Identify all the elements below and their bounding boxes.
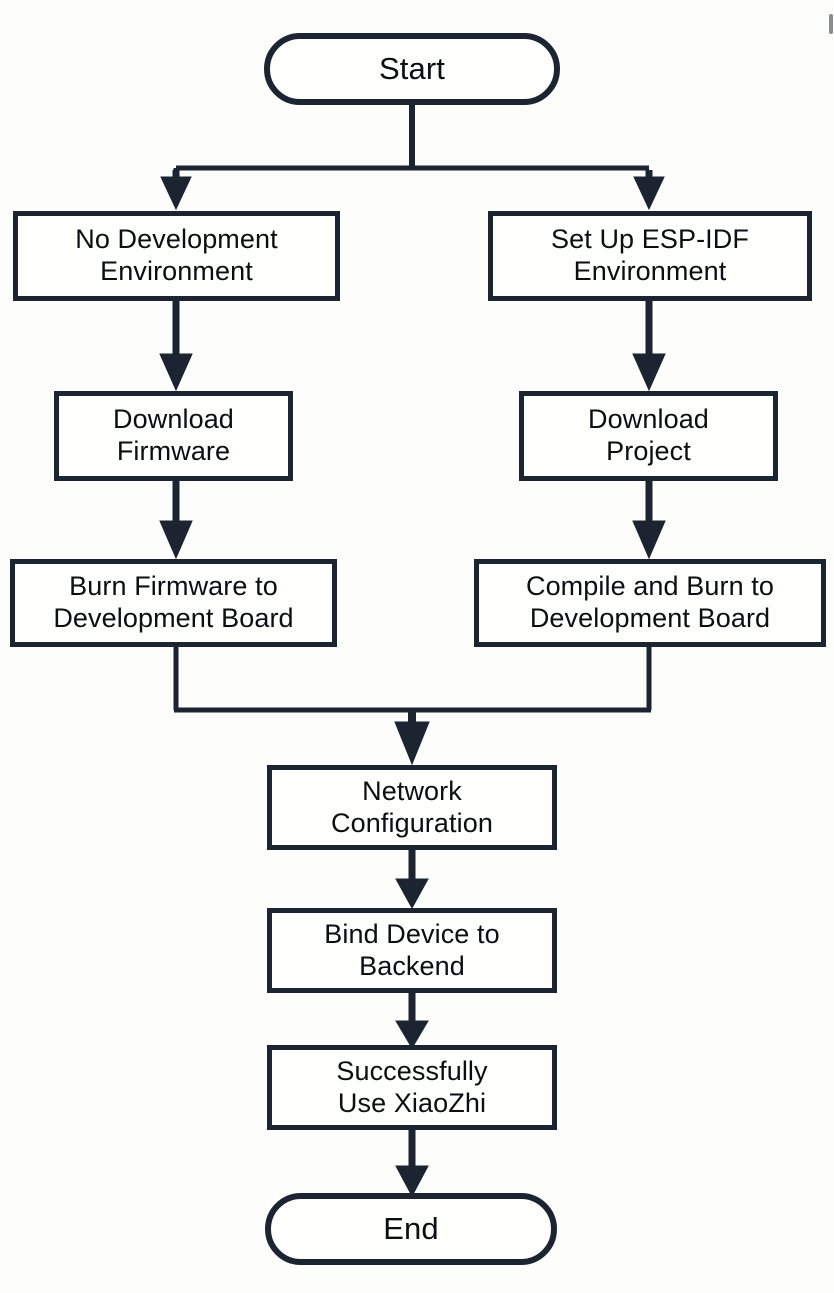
arrowhead-to-network-config xyxy=(394,721,430,766)
node-download-project-label: Download Project xyxy=(588,404,709,466)
node-compile-and-burn-to-development-board[interactable]: Compile and Burn to Development Board xyxy=(474,559,826,647)
node-no-development-environment[interactable]: No Development Environment xyxy=(13,211,340,301)
node-start-label: Start xyxy=(379,50,445,86)
node-download-project[interactable]: Download Project xyxy=(519,391,778,481)
node-compile-and-burn-to-development-board-label: Compile and Burn to Development Board xyxy=(525,571,775,633)
node-set-up-esp-idf-environment-label: Set Up ESP-IDF Environment xyxy=(551,224,749,286)
node-end-label: End xyxy=(383,1210,439,1246)
node-burn-firmware-to-development-board[interactable]: Burn Firmware to Development Board xyxy=(10,559,337,647)
node-bind-device-to-backend[interactable]: Bind Device to Backend xyxy=(267,908,557,993)
node-no-development-environment-label: No Development Environment xyxy=(75,224,278,286)
arrowhead-to-end xyxy=(395,1165,429,1198)
node-successfully-use-xiaozhi[interactable]: Successfully Use XiaoZhi xyxy=(267,1045,557,1130)
node-network-configuration-label: Network Configuration xyxy=(331,775,493,838)
node-end[interactable]: End xyxy=(265,1193,557,1265)
arrowhead-to-compile-burn xyxy=(632,520,666,560)
arrowhead-to-download-project xyxy=(632,353,666,392)
node-successfully-use-xiaozhi-label: Successfully Use XiaoZhi xyxy=(336,1055,488,1118)
arrowhead-to-burn-firmware xyxy=(159,520,193,560)
edge-scroll-artifact xyxy=(829,14,833,34)
arrowhead-to-bind-device xyxy=(395,878,429,910)
node-burn-firmware-to-development-board-label: Burn Firmware to Development Board xyxy=(53,571,294,633)
node-bind-device-to-backend-label: Bind Device to Backend xyxy=(324,918,500,981)
node-network-configuration[interactable]: Network Configuration xyxy=(267,765,557,850)
node-start[interactable]: Start xyxy=(264,33,560,105)
arrowhead-to-setup-espidf xyxy=(633,176,665,211)
arrowhead-to-download-firmware xyxy=(159,353,193,392)
arrowhead-to-no-dev-env xyxy=(160,176,192,211)
node-download-firmware-label: Download Firmware xyxy=(113,404,234,466)
node-set-up-esp-idf-environment[interactable]: Set Up ESP-IDF Environment xyxy=(488,211,812,301)
arrowhead-to-success xyxy=(395,1020,429,1049)
node-download-firmware[interactable]: Download Firmware xyxy=(54,391,293,481)
